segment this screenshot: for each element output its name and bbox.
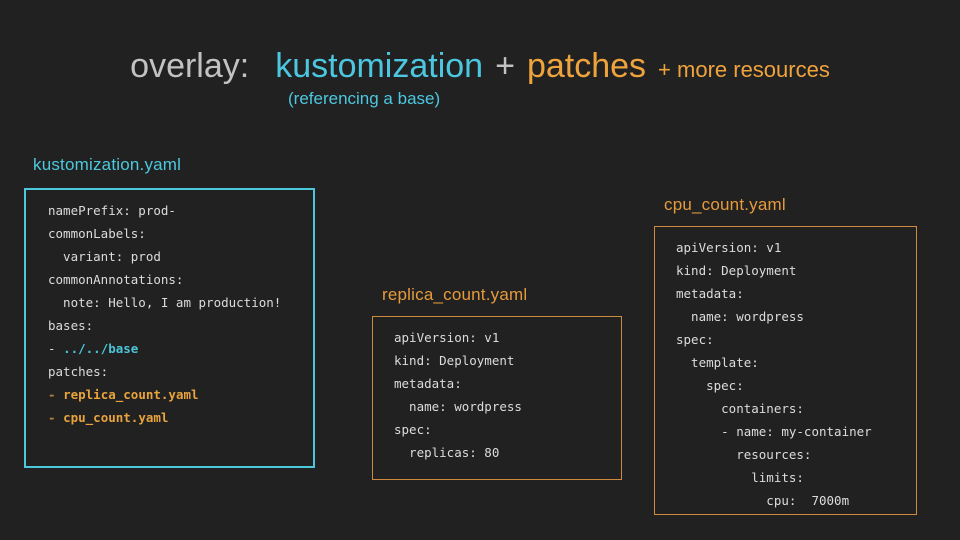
code-segment: - name: my-container	[676, 424, 872, 439]
code-segment: metadata:	[676, 286, 744, 301]
code-segment: name: wordpress	[676, 309, 804, 324]
code-line: - replica_count.yaml	[48, 383, 307, 406]
code-line: replicas: 80	[394, 441, 615, 464]
title-overlay: overlay:	[130, 47, 250, 85]
code-line: apiVersion: v1	[394, 326, 615, 349]
code-segment: note: Hello, I am production!	[48, 295, 282, 310]
code-line: spec:	[676, 328, 910, 351]
slide-title: overlay: kustomization + patches + more …	[0, 46, 960, 90]
code-line: template:	[676, 351, 910, 374]
code-segment: name: wordpress	[394, 399, 522, 414]
code-segment: namePrefix: prod-	[48, 203, 176, 218]
code-segment: ../../base	[63, 341, 139, 356]
code-segment: variant: prod	[48, 249, 161, 264]
code-segment: commonLabels:	[48, 226, 146, 241]
code-line: kind: Deployment	[394, 349, 615, 372]
code-line: spec:	[394, 418, 615, 441]
code-segment: spec:	[394, 422, 432, 437]
code-line: limits:	[676, 466, 910, 489]
code-line: containers:	[676, 397, 910, 420]
code-line: resources:	[676, 443, 910, 466]
code-line: kind: Deployment	[676, 259, 910, 282]
code-line: name: wordpress	[394, 395, 615, 418]
code-line: metadata:	[676, 282, 910, 305]
code-segment: resources:	[676, 447, 812, 462]
code-line: metadata:	[394, 372, 615, 395]
code-segment: commonAnnotations:	[48, 272, 184, 287]
code-segment: replicas: 80	[394, 445, 500, 460]
code-segment: spec:	[676, 378, 744, 393]
code-segment: containers:	[676, 401, 804, 416]
code-segment: bases:	[48, 318, 94, 333]
code-segment: replica_count.yaml	[63, 387, 199, 402]
code-segment: apiVersion: v1	[676, 240, 782, 255]
panel-label-replica-count-yaml: replica_count.yaml	[382, 285, 528, 304]
title-kustomization: kustomization	[275, 47, 484, 85]
code-line: bases:	[48, 314, 307, 337]
code-segment: -	[48, 341, 64, 356]
code-line: variant: prod	[48, 245, 307, 268]
code-segment: -	[48, 387, 64, 402]
title-subtitle: (referencing a base)	[288, 89, 441, 108]
code-line: spec:	[676, 374, 910, 397]
code-segment: cpu_count.yaml	[63, 410, 169, 425]
code-line: cpu: 7000m	[676, 489, 910, 512]
code-line: - cpu_count.yaml	[48, 406, 307, 429]
code-line: namePrefix: prod-	[48, 199, 307, 222]
code-line: patches:	[48, 360, 307, 383]
code-line: - name: my-container	[676, 420, 910, 443]
title-more-resources: + more resources	[658, 57, 830, 82]
code-segment: -	[48, 410, 64, 425]
code-line: apiVersion: v1	[676, 236, 910, 259]
code-segment: spec:	[676, 332, 714, 347]
panel-label-kustomization-yaml: kustomization.yaml	[33, 155, 182, 174]
code-box-kustomization-yaml: namePrefix: prod-commonLabels: variant: …	[24, 188, 315, 468]
code-segment: limits:	[676, 470, 804, 485]
code-line: name: wordpress	[676, 305, 910, 328]
code-line: note: Hello, I am production!	[48, 291, 307, 314]
code-line: - ../../base	[48, 337, 307, 360]
title-patches: patches	[526, 47, 647, 85]
code-segment: kind: Deployment	[394, 353, 515, 368]
code-line: commonAnnotations:	[48, 268, 307, 291]
code-segment: cpu: 7000m	[676, 493, 850, 508]
code-segment: apiVersion: v1	[394, 330, 500, 345]
code-segment: template:	[676, 355, 759, 370]
panel-label-cpu-count-yaml: cpu_count.yaml	[664, 195, 786, 214]
title-plus-sign: +	[495, 47, 515, 85]
code-segment: kind: Deployment	[676, 263, 797, 278]
code-line: commonLabels:	[48, 222, 307, 245]
code-segment: patches:	[48, 364, 109, 379]
code-segment: metadata:	[394, 376, 462, 391]
